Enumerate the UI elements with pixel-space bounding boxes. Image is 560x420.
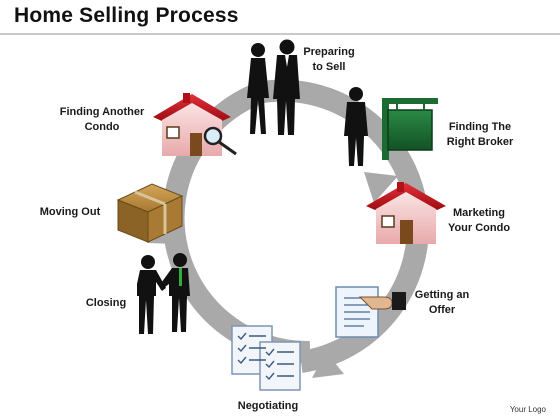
step-label-marketing: Marketing Your Condo: [447, 207, 511, 234]
step-label-getting-offer: Getting an Offer: [414, 289, 470, 316]
house-icon: [366, 182, 446, 244]
arrow-head-upper-right: [364, 172, 398, 203]
box-icon: [116, 183, 184, 243]
step-label-finding-condo: Finding Another Condo: [59, 106, 145, 133]
people-icon: [247, 39, 300, 135]
checklist-icon: [231, 325, 301, 391]
step-label-closing: Closing: [85, 297, 127, 309]
offer-document-icon: [335, 286, 406, 338]
arrow-head-bottom: [312, 352, 344, 378]
step-label-finding-broker: Finding The Right Broker: [446, 121, 514, 148]
house-search-icon: [153, 93, 237, 156]
broker-sign-icon: [344, 87, 438, 166]
handshake-icon: [137, 253, 190, 334]
step-label-preparing: Preparing to Sell: [303, 46, 355, 73]
step-label-moving-out: Moving Out: [39, 206, 101, 218]
title-divider: [0, 33, 560, 35]
step-label-negotiating: Negotiating: [237, 400, 299, 412]
logo-text: Your Logo: [509, 405, 546, 414]
page-title: Home Selling Process: [14, 4, 239, 27]
